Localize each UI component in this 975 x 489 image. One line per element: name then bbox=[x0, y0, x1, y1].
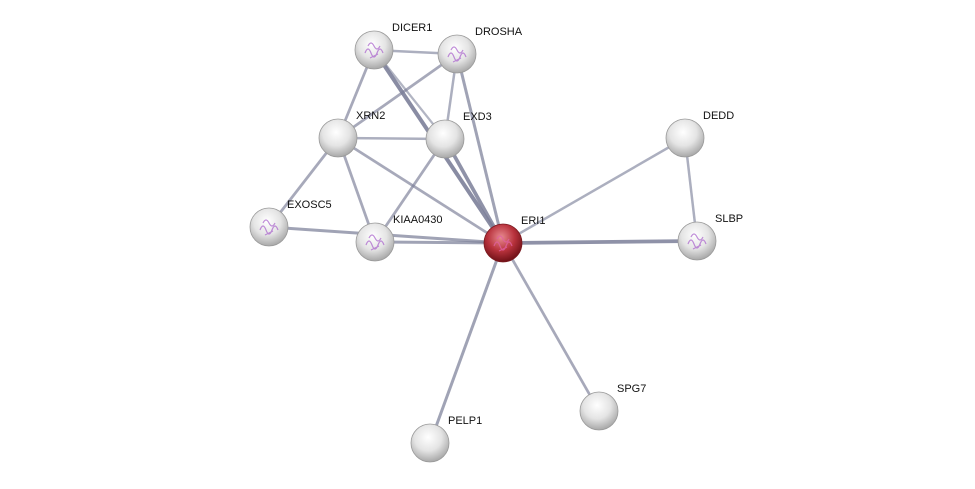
node-circle[interactable] bbox=[354, 30, 394, 70]
node-label: ERI1 bbox=[521, 215, 545, 227]
node-xrn2[interactable]: XRN2 bbox=[318, 110, 385, 158]
protein-structure-icon bbox=[365, 234, 385, 251]
node-circle[interactable] bbox=[249, 207, 289, 247]
node-label: EXD3 bbox=[463, 111, 492, 123]
node-drosha[interactable]: DROSHA bbox=[437, 26, 523, 74]
edge-spg7-eri1[interactable] bbox=[501, 242, 601, 412]
node-circle[interactable] bbox=[579, 391, 619, 431]
node-kiaa0430[interactable]: KIAA0430 bbox=[355, 214, 443, 262]
node-label: DICER1 bbox=[392, 22, 432, 34]
edge-exd3-eri1[interactable] bbox=[443, 138, 505, 244]
node-circle[interactable] bbox=[425, 119, 465, 159]
node-slbp[interactable]: SLBP bbox=[677, 213, 743, 261]
edge-pelp1-eri1[interactable] bbox=[428, 242, 505, 444]
node-label: SPG7 bbox=[617, 383, 646, 395]
edge-dedd-eri1[interactable] bbox=[502, 136, 686, 245]
protein-structure-icon bbox=[364, 42, 384, 59]
protein-structure-icon bbox=[493, 235, 513, 252]
edge-kiaa0430-eri1[interactable] bbox=[374, 240, 504, 245]
node-circle[interactable] bbox=[410, 423, 450, 463]
edge-exd3-kiaa0430[interactable] bbox=[373, 138, 447, 243]
node-label: XRN2 bbox=[356, 110, 385, 122]
protein-structure-icon bbox=[259, 219, 279, 236]
node-spg7[interactable]: SPG7 bbox=[579, 383, 646, 431]
edge-xrn2-eri1[interactable] bbox=[337, 136, 504, 245]
node-circle[interactable] bbox=[677, 221, 717, 261]
protein-structure-icon bbox=[447, 46, 467, 63]
node-pelp1[interactable]: PELP1 bbox=[410, 415, 482, 463]
node-eri1[interactable]: ERI1 bbox=[483, 215, 545, 263]
protein-structure-icon bbox=[687, 233, 707, 250]
edge-slbp-eri1[interactable] bbox=[502, 239, 698, 245]
node-dedd[interactable]: DEDD bbox=[665, 110, 734, 158]
edge-drosha-eri1[interactable] bbox=[455, 53, 505, 244]
node-circle[interactable] bbox=[483, 223, 523, 263]
node-exosc5[interactable]: EXOSC5 bbox=[249, 199, 332, 247]
node-circle[interactable] bbox=[437, 34, 477, 74]
node-circle[interactable] bbox=[318, 118, 358, 158]
node-label: PELP1 bbox=[448, 415, 482, 427]
node-circle[interactable] bbox=[665, 118, 705, 158]
node-dicer1[interactable]: DICER1 bbox=[354, 22, 432, 70]
edge-drosha-xrn2[interactable] bbox=[337, 52, 458, 140]
node-label: KIAA0430 bbox=[393, 214, 443, 226]
node-exd3[interactable]: EXD3 bbox=[425, 111, 492, 159]
node-label: DEDD bbox=[703, 110, 734, 122]
node-label: SLBP bbox=[715, 213, 743, 225]
node-label: EXOSC5 bbox=[287, 199, 332, 211]
node-label: DROSHA bbox=[475, 26, 523, 38]
node-circle[interactable] bbox=[355, 222, 395, 262]
